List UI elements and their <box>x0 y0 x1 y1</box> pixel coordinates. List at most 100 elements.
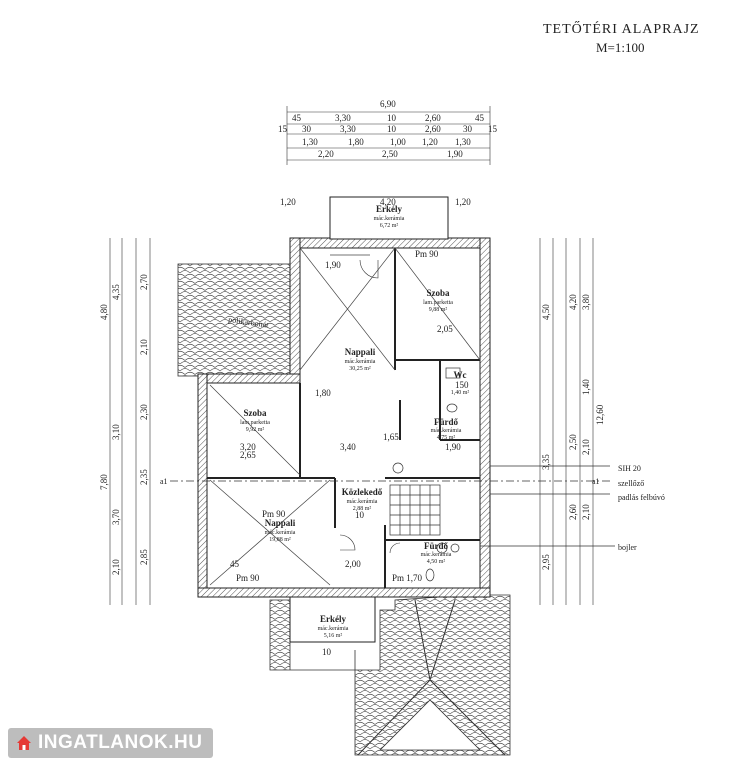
bottom-roof-tiles <box>269 594 511 756</box>
room-szoba-right: Szoba <box>426 288 450 298</box>
dimension-label: 4,50 <box>541 304 551 320</box>
dimension-label: 3,30 <box>335 113 351 123</box>
dimension-label: 2,95 <box>541 554 551 570</box>
dimension-label: lam.parketta <box>423 300 453 306</box>
dimension-label: 2,50 <box>568 434 578 450</box>
dimension-label: 2,10 <box>581 439 591 455</box>
room-furdo-bottom: Fürdő <box>424 541 449 551</box>
room-nappali-top: Nappali <box>345 347 376 357</box>
right-dimension-lines <box>539 238 594 605</box>
dimension-label: 3,10 <box>111 424 121 440</box>
room-wc: Wc <box>454 370 467 380</box>
dimension-label: 1,80 <box>315 388 331 398</box>
dimension-label: mác.kerámia <box>265 530 296 536</box>
dimension-label: 2,65 <box>240 450 256 460</box>
dimension-label: 4,75 m² <box>437 435 456 441</box>
ceiling-slope-lines <box>209 247 481 586</box>
dimension-label: 4,80 <box>99 304 109 320</box>
dimension-label: Pm 90 <box>236 573 260 583</box>
room-szoba-left: Szoba <box>243 408 267 418</box>
dimension-label: Pm 90 <box>415 249 439 259</box>
dimension-label: 2,10 <box>111 559 121 575</box>
a1-left-label: a1 <box>160 477 168 486</box>
dimension-label: mác.kerámia <box>318 626 349 632</box>
dimension-label: 2,50 <box>382 149 398 159</box>
dimension-label: 45 <box>292 113 302 123</box>
room-kozlekedo: Közlekedő <box>342 487 383 497</box>
dimension-label: 2,20 <box>318 149 334 159</box>
szellozo-label: szellőző <box>618 479 644 488</box>
dimension-label: 3,70 <box>111 509 121 525</box>
dimension-label: 1,65 <box>383 432 399 442</box>
dimension-label: 12,60 <box>595 404 605 425</box>
dimension-label: 2,60 <box>425 124 441 134</box>
dimension-label: 30 <box>463 124 473 134</box>
room-furdo-top: Fürdő <box>434 417 459 427</box>
dimension-label: 150 <box>455 380 469 390</box>
dimension-label: 2,70 <box>139 274 149 290</box>
dimension-label: 1,40 m² <box>451 390 470 396</box>
upper-balcony <box>329 196 449 240</box>
dim-total-width: 6,90 <box>380 99 396 109</box>
dimension-label: 2,30 <box>139 404 149 420</box>
dimension-label: 45 <box>475 113 485 123</box>
room-labels: Erkély mác.kerámia 6,72 m² Szoba lam.par… <box>240 204 469 639</box>
dimension-label: 9,92 m² <box>246 427 265 433</box>
dimension-label: 2,60 <box>568 504 578 520</box>
dimension-label: 1,00 <box>390 137 406 147</box>
dimension-label: 1,20 <box>280 197 296 207</box>
top-dimension-lines <box>286 106 491 165</box>
plan-scale: M=1:100 <box>596 40 645 55</box>
dimension-label: 4,20 <box>568 294 578 310</box>
dimension-label: 15 <box>278 124 288 134</box>
watermark-badge: INGATLANOK.HU <box>8 728 213 758</box>
room-erkely-top: Erkély <box>376 204 402 214</box>
room-erkely-bottom: Erkély <box>320 614 346 624</box>
dimension-label: 5,16 m² <box>324 633 343 639</box>
dimension-label: 2,88 m² <box>353 506 372 512</box>
dimension-label: 1,20 <box>455 197 471 207</box>
dimension-label: 1,90 <box>445 442 461 452</box>
dimension-label: 1,20 <box>422 137 438 147</box>
dimension-label: mác.kerámia <box>374 216 405 222</box>
dimension-label: 3,20 <box>240 442 256 452</box>
lower-balcony <box>289 596 376 643</box>
dimension-label: 1,40 <box>581 379 591 395</box>
dimension-label: 3,80 <box>581 294 591 310</box>
left-dimension-text: 4,80 7,80 4,35 3,10 3,70 2,10 2,70 2,10 … <box>99 274 149 575</box>
dimension-label: 10 <box>387 124 397 134</box>
dimension-label: 3,35 <box>541 454 551 470</box>
dimension-label: 3,40 <box>340 442 356 452</box>
dimension-label: 10 <box>355 510 365 520</box>
dimension-label: Pm 90 <box>262 509 286 519</box>
dimension-label: 30,25 m² <box>349 366 371 372</box>
padlas-label: padlás felbúvó <box>618 493 665 502</box>
dimension-label: 1,80 <box>348 137 364 147</box>
dimension-label: mác.kerámia <box>345 359 376 365</box>
dimension-label: 3,30 <box>340 124 356 134</box>
dimension-label: mác.kerámia <box>421 552 452 558</box>
dimension-label: 4,35 <box>111 284 121 300</box>
dimension-label: 2,60 <box>425 113 441 123</box>
dimension-label: 1,90 <box>447 149 463 159</box>
dimension-label: 1,30 <box>302 137 318 147</box>
staircase <box>389 484 441 536</box>
home-icon <box>16 735 32 751</box>
dimension-label: 9,88 m² <box>429 307 448 313</box>
bathroom-fixtures <box>392 367 461 582</box>
sih-label: SIH 20 <box>618 464 641 473</box>
dimension-label: mác.kerámia <box>431 428 462 434</box>
room-nappali-bottom: Nappali <box>265 518 296 528</box>
section-line-a1 <box>170 465 615 547</box>
dimension-label: 7,80 <box>99 474 109 490</box>
dimension-label: 15 <box>488 124 498 134</box>
dimension-label: 2,35 <box>139 469 149 485</box>
left-dimension-lines <box>109 238 151 605</box>
dimension-label: 45 <box>230 559 240 569</box>
dimension-label: 19,88 m² <box>269 537 291 543</box>
dimension-label: 1,90 <box>325 260 341 270</box>
dimension-label: mác.kerámia <box>347 499 378 505</box>
dimension-label: 1,30 <box>455 137 471 147</box>
a1-right-label: a1 <box>592 477 600 486</box>
